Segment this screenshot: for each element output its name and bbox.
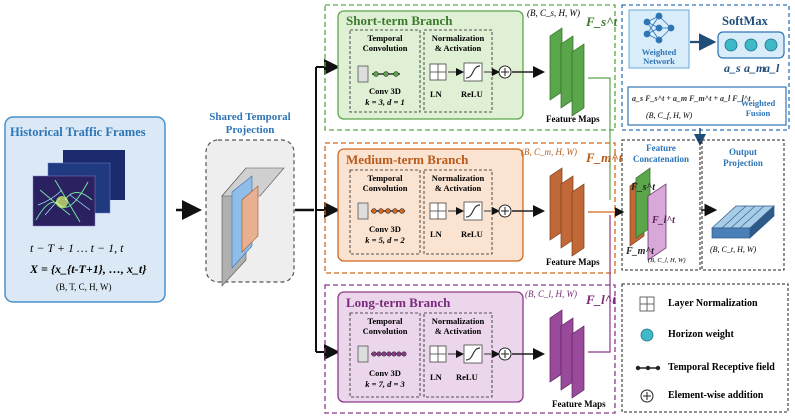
long-feature-maps: [549, 309, 585, 399]
long-norm-title-1: Normalization: [431, 316, 485, 326]
medium-norm-title-2: & Activation: [434, 183, 482, 193]
short-feature-maps: [549, 27, 585, 117]
short-shape: (B, C_s, H, W): [527, 8, 580, 18]
short-conv-params: k = 3, d = 1: [365, 97, 405, 107]
projection-layers: [221, 167, 285, 287]
traffic-frames-image: [32, 150, 125, 227]
weighted-fusion-box: [627, 86, 787, 126]
concat-fm: F_m^t: [626, 246, 654, 257]
output-shape: (B, C_t, H, W): [710, 245, 757, 254]
projection-title-2: Projection: [225, 124, 275, 136]
long-shape: (B, C_l, H, W): [525, 289, 577, 299]
fusion-shape: (B, C_f, H, W): [646, 111, 693, 120]
fusion-label-2: Fusion: [745, 108, 771, 118]
long-title: Long-term Branch: [346, 295, 451, 310]
medium-shape: (B, C_m, H, W): [521, 147, 577, 157]
addition-icon: [640, 389, 654, 403]
long-ln: LN: [430, 372, 442, 382]
medium-conv-title-1: Temporal: [367, 173, 403, 183]
fusion-label-1: Weighted: [740, 98, 776, 108]
legend-layer-norm: Layer Normalization: [668, 298, 758, 309]
long-feature: F_l^t: [586, 292, 616, 307]
short-title: Short-term Branch: [346, 13, 453, 28]
long-conv-name: Conv 3D: [369, 368, 401, 378]
long-conv-title-2: Convolution: [362, 326, 408, 336]
input-formula: X = {x_{t-T+1}, …, x_t}: [30, 262, 147, 276]
medium-maps-label: Feature Maps: [546, 257, 600, 267]
long-relu: ReLU: [456, 372, 478, 382]
short-feature: F_s^t: [586, 14, 618, 29]
legend-box: [621, 283, 789, 413]
medium-feature: F_m^t: [586, 150, 623, 165]
short-norm-title-1: Normalization: [431, 33, 485, 43]
weight-a-m: a_m: [744, 61, 766, 75]
output-outer: [701, 139, 785, 271]
concat-outer: [621, 139, 701, 271]
legend-addition: Element-wise addition: [668, 390, 764, 401]
medium-conv-name: Conv 3D: [369, 224, 401, 234]
long-maps-label: Feature Maps: [552, 399, 606, 409]
network-label-2: Network: [643, 56, 675, 66]
short-norm-title-2: & Activation: [434, 43, 482, 53]
medium-norm-title-1: Normalization: [431, 173, 485, 183]
medium-conv-params: k = 5, d = 2: [365, 235, 405, 245]
long-conv-params: k = 7, d = 3: [365, 379, 405, 389]
weight-a-s: a_s: [724, 61, 741, 75]
input-shape: (B, T, C, H, W): [56, 282, 112, 292]
network-label-1: Weighted: [641, 47, 677, 57]
short-maps-label: Feature Maps: [546, 114, 600, 124]
short-conv-title-1: Temporal: [367, 33, 403, 43]
network-icon: [643, 12, 675, 44]
weight-a-l: a_l: [764, 61, 780, 75]
concat-title-2: Concatenation: [633, 154, 689, 164]
concat-shape: (B, C_l, H, W): [648, 257, 686, 264]
medium-ln: LN: [430, 229, 442, 239]
fusion-outer: [621, 4, 790, 131]
concat-title-1: Feature: [646, 143, 676, 153]
short-conv-title-2: Convolution: [362, 43, 408, 53]
input-time-range: t − T + 1 … t − 1, t: [30, 241, 124, 255]
concat-fl: F_l^t: [652, 215, 675, 226]
short-relu: ReLU: [461, 89, 483, 99]
input-title: Historical Traffic Frames: [10, 125, 146, 139]
concat-fs: F_s^t: [631, 182, 656, 193]
output-title-1: Output: [728, 147, 757, 157]
medium-conv-title-2: Convolution: [362, 183, 408, 193]
long-conv-title-1: Temporal: [367, 316, 403, 326]
short-branch-outer: [324, 4, 616, 131]
long-branch-outer: [324, 284, 616, 414]
fusion-sum: a_s F_s^t + a_m F_m^t + a_l F_l^t: [632, 94, 751, 103]
projection-title-1: Shared Temporal: [209, 111, 291, 123]
output-title-2: Projection: [723, 158, 763, 168]
short-ln: LN: [430, 89, 442, 99]
output-tensor: [711, 205, 775, 239]
concat-maps: [629, 167, 667, 261]
legend-horizon-weight: Horizon weight: [668, 329, 734, 340]
short-conv-name: Conv 3D: [369, 86, 401, 96]
long-norm-title-2: & Activation: [434, 326, 482, 336]
receptive-field-icon: [635, 365, 661, 371]
medium-title: Medium-term Branch: [346, 152, 469, 167]
horizon-weight-icon: [640, 328, 654, 342]
medium-relu: ReLU: [461, 229, 483, 239]
medium-feature-maps: [549, 167, 585, 257]
softmax-label: SoftMax: [722, 14, 768, 28]
legend-receptive-field: Temporal Receptive field: [668, 362, 775, 373]
